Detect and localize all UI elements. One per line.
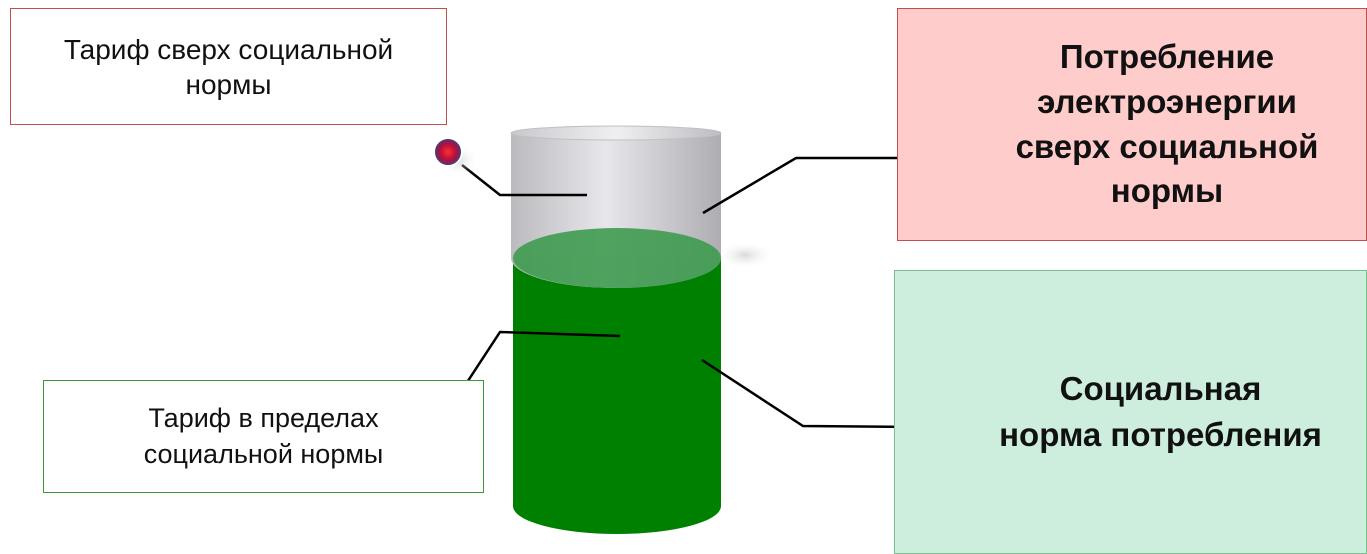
- tariff-within-norm-box: Тариф в пределах социальной нормы: [43, 380, 484, 493]
- cylinder-green-surface: [513, 228, 721, 288]
- consumption-above-norm-box: Потребление электроэнергии сверх социаль…: [897, 8, 1367, 241]
- cylinder-green-body: [513, 258, 721, 534]
- connector-tariff-within: [460, 330, 621, 391]
- connector-social-norm: [701, 358, 921, 429]
- connector-consumption-above: [702, 156, 920, 215]
- tariff-within-norm-label: Тариф в пределах социальной нормы: [143, 403, 384, 469]
- connector-tariff-above: [461, 164, 587, 197]
- red-marker-icon: [433, 137, 463, 167]
- social-norm-label: Социальная норма потребления: [999, 369, 1322, 453]
- tariff-above-norm-label: Тариф сверх социальной нормы: [63, 33, 394, 100]
- cylinder-top: [510, 125, 722, 141]
- social-norm-box: Социальная норма потребления: [894, 270, 1367, 554]
- tariff-above-norm-box: Тариф сверх социальной нормы: [10, 8, 447, 125]
- cylinder-shadow: [715, 241, 775, 269]
- consumption-above-norm-label: Потребление электроэнергии сверх социаль…: [1015, 38, 1319, 210]
